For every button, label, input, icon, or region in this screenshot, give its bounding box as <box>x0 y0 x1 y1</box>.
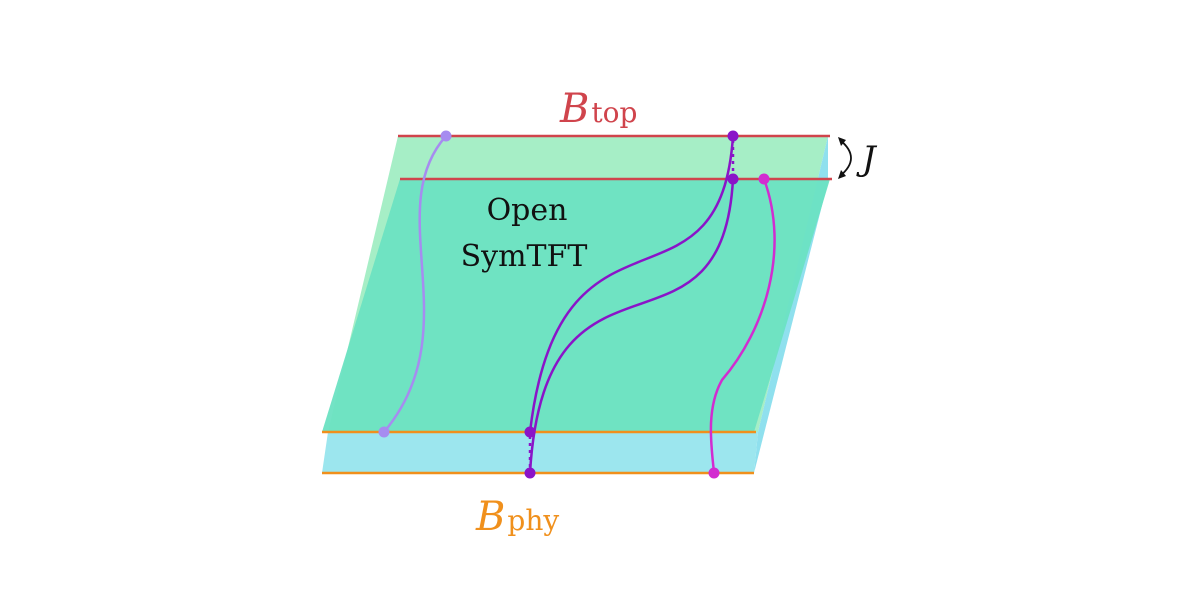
j-label: J <box>856 139 878 179</box>
b-top-label: Btop <box>559 86 637 132</box>
b-top-letter: B <box>559 86 589 132</box>
b-top-subscript: top <box>591 96 637 129</box>
j-arrow-head-top <box>838 137 846 146</box>
b-phy-label: Bphy <box>475 494 559 540</box>
purple-line-2 <box>528 178 735 474</box>
bulk-label-line2: SymTFT <box>461 239 588 274</box>
lavender-line <box>383 135 447 433</box>
lavender-point-top <box>440 130 452 142</box>
magenta-point-top <box>758 173 770 185</box>
j-arrow-head-bottom <box>838 170 846 179</box>
purple-point-bottom-front <box>524 467 536 479</box>
purple-point-top-front <box>727 173 739 185</box>
slab-front-face <box>322 179 830 432</box>
purple-line-1 <box>528 135 735 433</box>
slab-bottom-face <box>322 432 758 473</box>
bulk-label-line1: Open <box>487 193 568 228</box>
b-phy-subscript: phy <box>507 504 559 537</box>
purple-point-top-back <box>727 130 739 142</box>
b-phy-letter: B <box>475 494 505 540</box>
j-arrow <box>839 139 852 177</box>
purple-point-bottom-back <box>524 426 536 438</box>
magenta-point-bottom <box>708 467 720 479</box>
lavender-point-bottom <box>378 426 390 438</box>
magenta-line <box>709 178 776 474</box>
